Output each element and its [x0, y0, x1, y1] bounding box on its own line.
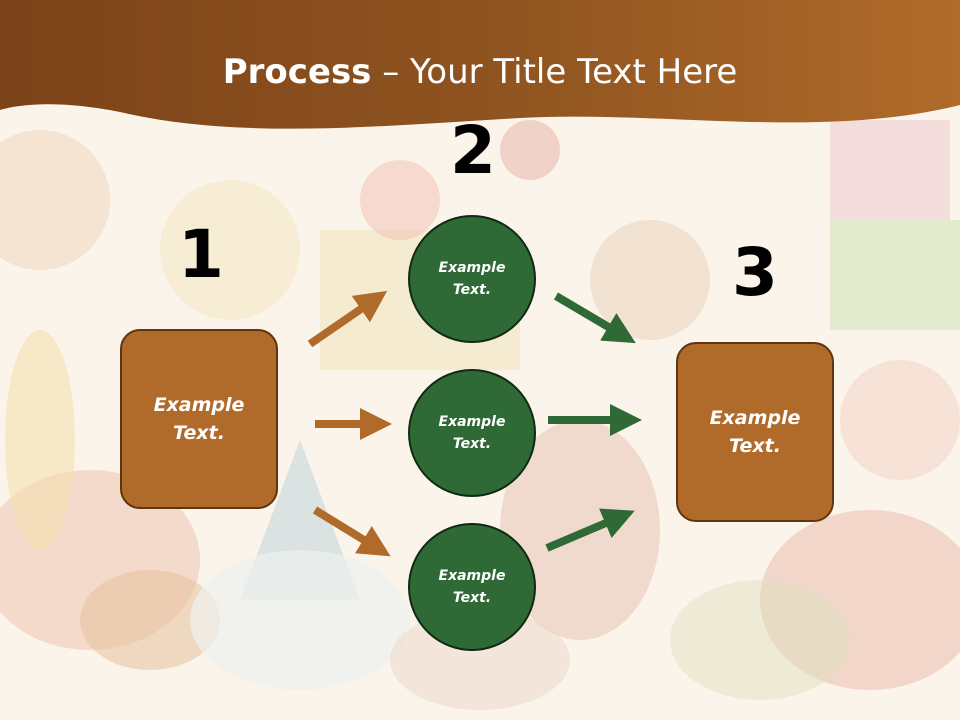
step-3-box-line1: Example	[709, 406, 801, 429]
circle-bottom-line1: Example	[438, 567, 506, 584]
step-1-box-line1: Example	[153, 393, 245, 416]
circle-middle-line2: Text.	[452, 436, 492, 452]
circle-top-line2: Text.	[452, 282, 492, 298]
circle-top-line1: Example	[438, 259, 506, 276]
step-number-3: 3	[732, 234, 778, 311]
circle-middle-line1: Example	[438, 413, 506, 430]
step-2-circle-top: Example Text.	[408, 215, 536, 343]
step-3-box-line2: Text.	[729, 435, 781, 457]
title-rest: – Your Title Text Here	[371, 52, 738, 92]
step-1-box: Example Text.	[120, 329, 278, 509]
step-2-circle-middle: Example Text.	[408, 369, 536, 497]
header-banner	[0, 0, 960, 129]
step-1-box-line2: Text.	[173, 422, 225, 444]
arrow-1-to-top	[307, 290, 388, 348]
circle-bottom-line2: Text.	[452, 590, 492, 606]
step-2-circle-bottom: Example Text.	[408, 523, 536, 651]
slide-title: Process – Your Title Text Here	[0, 52, 960, 92]
step-number-2: 2	[450, 112, 496, 189]
arrow-1-to-bottom	[312, 506, 391, 557]
arrow-top-to-3	[553, 292, 636, 344]
arrow-bottom-to-3	[545, 508, 635, 552]
title-bold: Process	[222, 52, 372, 92]
step-number-1: 1	[178, 216, 224, 293]
step-3-box: Example Text.	[676, 342, 834, 522]
